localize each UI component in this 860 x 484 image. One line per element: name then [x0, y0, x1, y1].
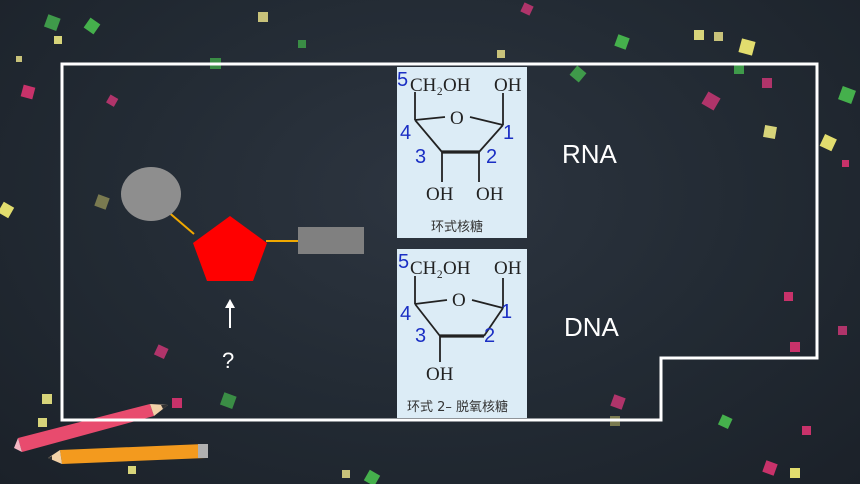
ribose-structure-card: 5 CH₂OH OH O 4 1 3 2 OH OH 环式核糖 — [397, 67, 527, 238]
deoxyribose-carbon-4: 4 — [400, 303, 411, 325]
ribose-carbon-1: 1 — [503, 122, 514, 144]
ribose-carbon-2: 2 — [486, 146, 497, 168]
base-rectangle — [298, 227, 364, 254]
ribose-carbon-4: 4 — [400, 122, 411, 144]
deoxyribose-carbon-2: 2 — [484, 325, 495, 347]
ribose-carbon-3: 3 — [415, 146, 426, 168]
deoxyribose-carbon-1: 1 — [501, 301, 512, 323]
ribose-oh-c3: OH — [426, 184, 454, 205]
ribose-ring-oxygen: O — [450, 108, 464, 129]
ribose-ch2oh: CH₂OH — [410, 75, 471, 96]
pencil-decoration-pink — [14, 404, 168, 452]
ribose-oh-c1: OH — [494, 75, 522, 96]
content-frame — [60, 62, 819, 422]
sugar-pentagon — [193, 216, 267, 281]
ribose-caption: 环式核糖 — [431, 219, 483, 235]
deoxyribose-carbon-3: 3 — [415, 325, 426, 347]
phosphate-circle — [121, 167, 181, 221]
deoxyribose-ring-oxygen: O — [452, 290, 466, 311]
ribose-oh-c2: OH — [476, 184, 504, 205]
deoxyribose-structure-card: 5 CH₂OH OH O 4 1 3 2 OH 环式 2– 脱氧核糖 — [397, 249, 527, 418]
dna-label: DNA — [564, 312, 619, 342]
nucleotide-model — [121, 167, 364, 328]
deoxyribose-ch2oh: CH₂OH — [410, 258, 471, 279]
pencil-decoration-orange — [48, 444, 208, 464]
deoxyribose-oh-c1: OH — [494, 258, 522, 279]
deoxyribose-caption: 环式 2– 脱氧核糖 — [407, 399, 508, 415]
rna-label: RNA — [562, 139, 617, 169]
ribose-carbon-5: 5 — [397, 69, 408, 91]
question-mark-label: ? — [222, 348, 235, 373]
deoxyribose-carbon-5: 5 — [398, 251, 409, 273]
arrow-up-icon — [225, 299, 235, 328]
deoxyribose-oh-c3: OH — [426, 364, 454, 385]
